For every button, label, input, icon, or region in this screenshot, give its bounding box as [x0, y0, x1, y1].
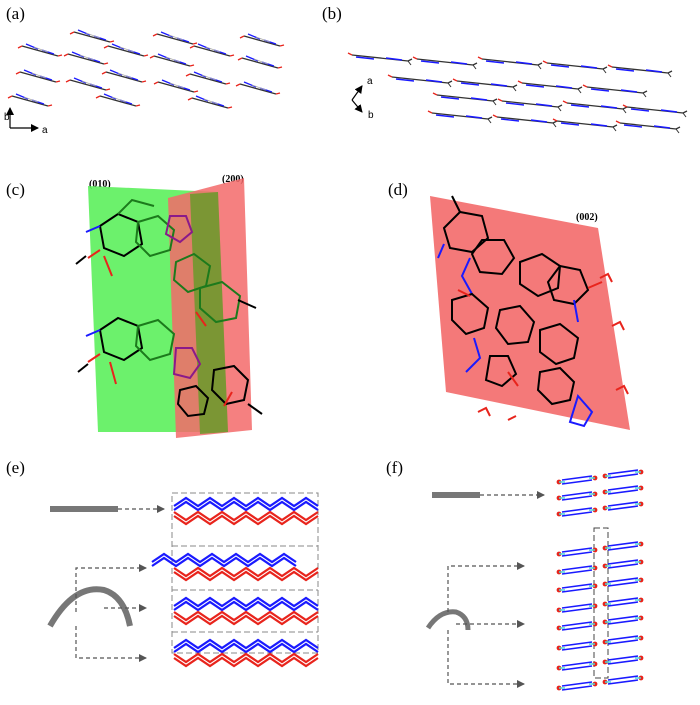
panel-d-plane — [430, 196, 630, 430]
panel-b-packing — [347, 52, 688, 134]
panel-a-axis-b: b — [4, 112, 10, 123]
panel-f-label: (f) — [386, 458, 403, 477]
panel-c-label: (c) — [6, 180, 25, 199]
panel-a-axes — [6, 107, 39, 132]
plane-200-label: (200) — [222, 174, 244, 185]
panel-d-label: (d) — [388, 180, 408, 199]
panel-e-schematic — [47, 492, 320, 668]
panel-a-label: (a) — [6, 4, 25, 23]
panel-c-molecules — [75, 198, 263, 418]
plane-010-label: (010) — [89, 179, 111, 190]
panel-b-label: (b) — [322, 4, 342, 23]
panel-e-label: (e) — [6, 458, 25, 477]
panel-a-axis-a: a — [42, 125, 48, 136]
panel-b-axes — [351, 85, 363, 113]
panel-c-planes — [88, 178, 252, 438]
panel-b-axis-b: b — [368, 110, 374, 121]
panel-d-molecules — [437, 195, 629, 428]
panel-a-packing — [7, 29, 285, 109]
plane-002-label: (002) — [576, 212, 598, 223]
panel-f-schematic — [425, 468, 645, 692]
panel-b-axis-a: a — [367, 76, 373, 87]
